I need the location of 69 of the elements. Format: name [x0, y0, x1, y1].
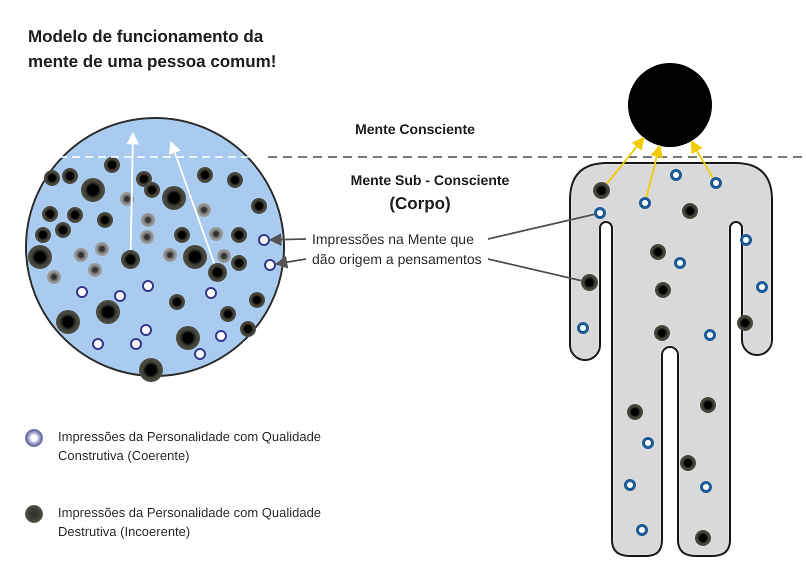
leader-line — [488, 258, 582, 282]
faint-dot — [163, 248, 177, 262]
impression-dot — [81, 178, 105, 202]
impression-dot — [249, 292, 265, 308]
arrow — [126, 132, 140, 250]
legend-text: Impressões da Personalidade com Qualidade Construtiva (Coerente) — [58, 428, 322, 465]
impression-dot — [56, 310, 80, 334]
faint-dot — [141, 213, 155, 227]
faint-dot — [140, 230, 154, 244]
section-label: Mente Sub - Consciente — [350, 172, 510, 188]
section-label: (Corpo) — [388, 194, 452, 214]
impression-ring — [130, 338, 142, 350]
impression-dot — [208, 263, 227, 282]
impression-ring — [194, 348, 206, 360]
arrow — [606, 136, 645, 184]
impression-dot — [174, 227, 190, 243]
impression-dot — [42, 206, 58, 222]
impression-dot — [183, 245, 207, 269]
impression-dot — [144, 182, 160, 198]
impression-dot — [121, 250, 140, 269]
impression-dot — [44, 170, 60, 186]
leader-line — [488, 213, 594, 240]
impression-dot — [240, 321, 256, 337]
legend-text: Impressões da Personalidade com Qualidade Destrutiva (Incoerente) — [58, 504, 322, 541]
faint-dot — [95, 242, 109, 256]
impression-dot — [28, 245, 52, 269]
impression-dot — [104, 157, 120, 173]
impression-ring — [264, 259, 276, 271]
impression-dot — [231, 255, 247, 271]
impression-dot — [251, 198, 267, 214]
faint-dot — [197, 203, 211, 217]
impression-dot — [96, 300, 120, 324]
impression-dot — [220, 306, 236, 322]
faint-dot — [47, 270, 61, 284]
faint-dot — [209, 227, 223, 241]
impression-ring — [258, 234, 270, 246]
impression-dot — [35, 227, 51, 243]
impression-ring — [215, 330, 227, 342]
impression-dot — [97, 212, 113, 228]
impression-ring — [205, 287, 217, 299]
impression-dot — [136, 171, 152, 187]
impression-dot — [67, 207, 83, 223]
impression-dot — [55, 222, 71, 238]
body-silhouette — [568, 161, 774, 559]
impression-dot — [139, 358, 163, 382]
faint-dot — [88, 263, 102, 277]
impression-ring — [76, 286, 88, 298]
arrow — [690, 140, 714, 178]
impression-dot — [197, 167, 213, 183]
impression-dot — [62, 168, 78, 184]
impression-ring — [142, 280, 154, 292]
leader-line — [274, 256, 306, 268]
leader-line — [268, 233, 306, 246]
impression-ring — [140, 324, 152, 336]
faint-dot — [217, 249, 231, 263]
impression-dot — [227, 172, 243, 188]
annotation-text: Impressões na Mente que dão origem a pensamentos — [312, 229, 484, 271]
impression-dot — [169, 294, 185, 310]
faint-dot — [74, 248, 88, 262]
impression-dot — [231, 227, 247, 243]
impression-ring — [92, 338, 104, 350]
section-label: Mente Consciente — [354, 121, 476, 137]
impression-dot — [737, 315, 753, 331]
impression-dot — [162, 186, 186, 210]
arrow — [646, 144, 663, 198]
title: Modelo de funcionamento da mente de uma pessoa comum! — [28, 26, 278, 73]
arrow — [168, 140, 216, 264]
impression-dot — [176, 326, 200, 350]
impression-ring — [114, 290, 126, 302]
